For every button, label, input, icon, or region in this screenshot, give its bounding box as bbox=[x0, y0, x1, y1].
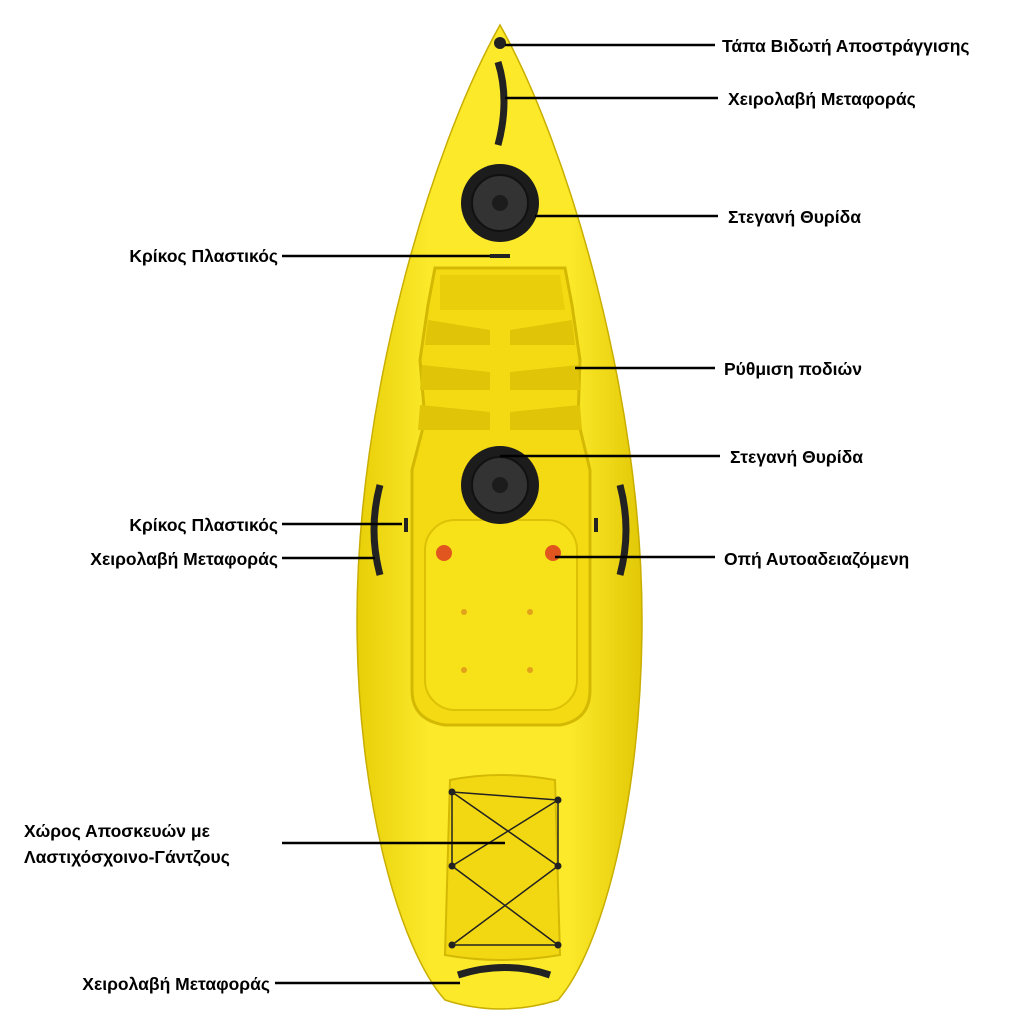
front-hatch bbox=[461, 164, 539, 242]
bow-handle bbox=[494, 60, 508, 146]
drain-plug bbox=[494, 37, 506, 49]
right-side-handle bbox=[616, 484, 630, 576]
seat-mount-holes bbox=[461, 609, 533, 673]
leader-lines bbox=[275, 43, 720, 985]
label-center-hatch: Στεγανή Θυρίδα bbox=[730, 447, 863, 467]
label-scupper-hole: Οπή Αυτοαδειαζόμενη bbox=[724, 549, 909, 570]
left-side-handle bbox=[370, 484, 384, 576]
label-front-ring: Κρίκος Πλαστικός bbox=[129, 246, 278, 266]
bungee-hooks bbox=[448, 788, 562, 949]
label-foot-rest: Ρύθμιση ποδιών bbox=[724, 359, 862, 379]
label-side-handle: Χειρολαβή Μεταφοράς bbox=[90, 549, 278, 569]
center-hatch bbox=[461, 446, 539, 524]
label-side-ring: Κρίκος Πλαστικός bbox=[129, 515, 278, 535]
right-scupper-hole bbox=[545, 545, 561, 561]
left-scupper-hole bbox=[436, 545, 452, 561]
stern-handle bbox=[456, 964, 552, 979]
label-storage-line2: Λαστιχόσχοινο-Γάντζους bbox=[24, 847, 230, 868]
bungee-cord bbox=[451, 791, 559, 946]
label-drain-plug: Τάπα Βιδωτή Αποστράγγισης bbox=[722, 36, 970, 56]
label-stern-handle: Χειρολαβή Μεταφοράς bbox=[82, 974, 270, 994]
cockpit-front-shelf bbox=[440, 275, 565, 310]
foot-rest-steps bbox=[418, 320, 582, 430]
rear-storage-well bbox=[443, 774, 562, 961]
label-storage-line1: Χώρος Αποσκευών με bbox=[24, 821, 211, 841]
label-bow-handle: Χειρολαβή Μεταφοράς bbox=[728, 89, 916, 109]
label-front-hatch: Στεγανή Θυρίδα bbox=[728, 207, 861, 227]
